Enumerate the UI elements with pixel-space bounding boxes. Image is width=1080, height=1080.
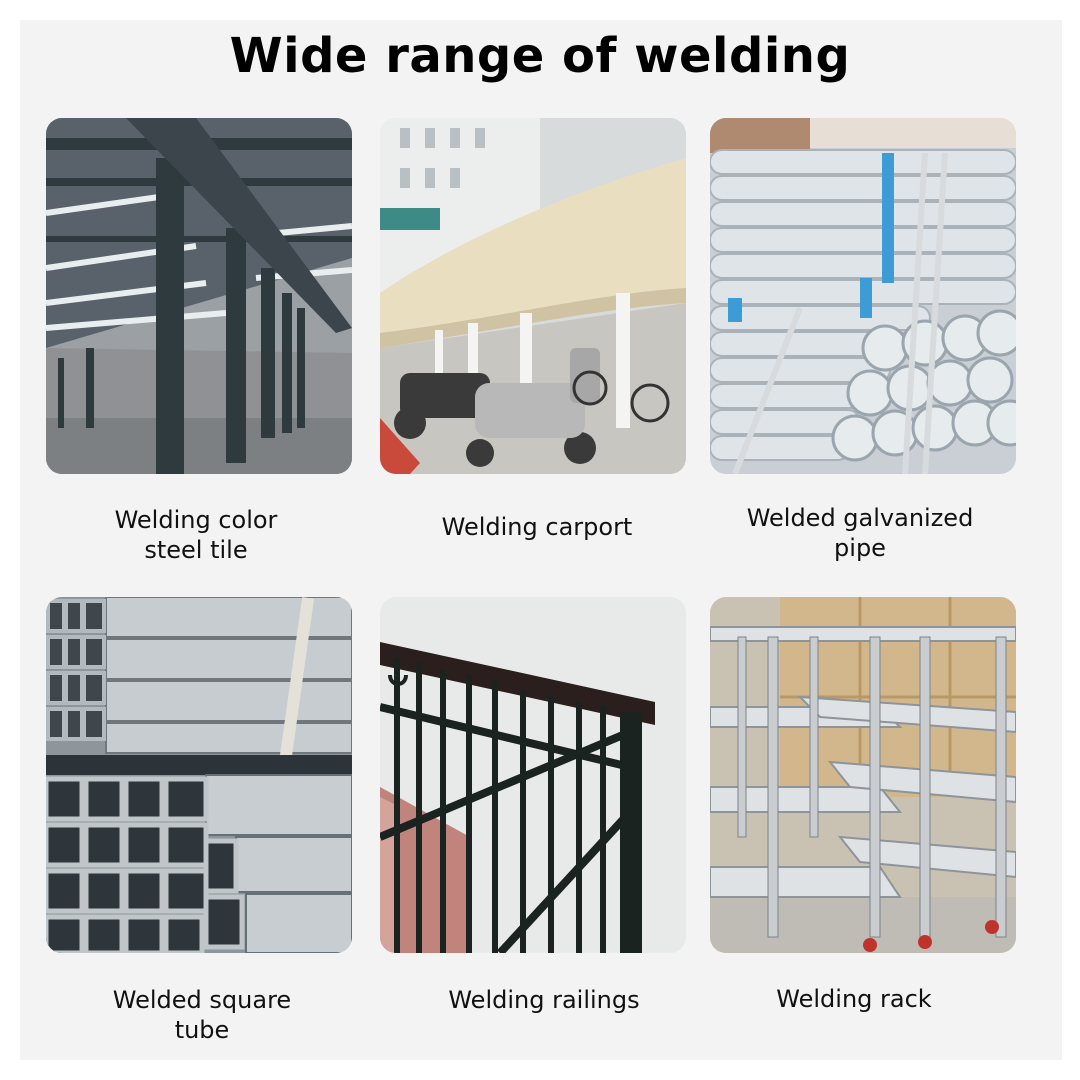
caption-line: pipe — [834, 534, 886, 562]
caption-rack: Welding rack — [701, 984, 1007, 1014]
caption-line: Welding rack — [776, 985, 932, 1013]
stainless-rack-photo — [710, 597, 1016, 953]
caption-line: steel tile — [144, 536, 248, 564]
page-title: Wide range of welding — [229, 28, 851, 84]
caption-square-tube: Welded square tube — [49, 985, 355, 1045]
galvanized-pipes-photo — [710, 118, 1016, 474]
caption-line: Welded galvanized — [746, 504, 974, 532]
caption-carport: Welding carport — [384, 512, 690, 542]
square-tubes-photo — [46, 597, 352, 953]
caption-line: Welding carport — [441, 513, 633, 541]
caption-galvanized-pipe: Welded galvanized pipe — [707, 503, 1013, 563]
stair-railing-photo — [380, 597, 686, 953]
caption-line: tube — [174, 1016, 230, 1044]
steel-structure-warehouse-photo — [46, 118, 352, 474]
caption-line: Welding railings — [448, 986, 640, 1014]
caption-line: Welded square — [112, 986, 292, 1014]
caption-railings: Welding railings — [391, 985, 697, 1015]
caption-steel-tile: Welding color steel tile — [43, 505, 349, 565]
caption-line: Welding color — [114, 506, 278, 534]
carport-canopy-photo — [380, 118, 686, 474]
